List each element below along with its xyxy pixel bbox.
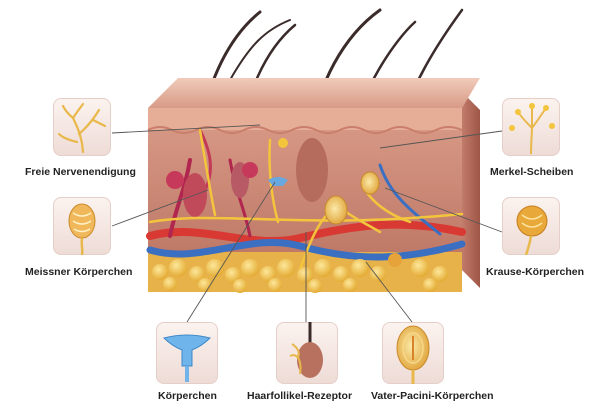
pacinian-corpuscle-icon [382, 322, 444, 384]
hair-follicle-label: Haarfollikel-Rezeptor [247, 390, 352, 402]
epidermis-top [148, 78, 480, 108]
ruffini-corpuscle-icon [156, 322, 218, 384]
merkel-label: Merkel-Scheiben [490, 166, 573, 178]
ruffini-thumbnail [156, 322, 218, 384]
hair-follicle-receptor-icon [276, 322, 338, 384]
pacini-label: Vater-Pacini-Körperchen [371, 390, 494, 402]
meissner-thumbnail [53, 197, 111, 255]
skin-block-side [462, 92, 480, 288]
pacini-thumbnail [382, 322, 444, 384]
merkel-disc-icon [502, 98, 560, 156]
krause-bulb-icon [502, 197, 560, 255]
ruffini-label: Körperchen [158, 390, 217, 402]
krause-thumbnail [502, 197, 560, 255]
free-nerve-ending-icon [53, 98, 111, 156]
hair-follicle-thumbnail [276, 322, 338, 384]
meissner-label: Meissner Körperchen [25, 266, 132, 278]
free-nerve-ending-thumbnail [53, 98, 111, 156]
free-nerve-ending-label: Freie Nervenendigung [25, 166, 136, 178]
meissner-corpuscle-icon [53, 197, 111, 255]
krause-label: Krause-Körperchen [486, 266, 584, 278]
merkel-thumbnail [502, 98, 560, 156]
